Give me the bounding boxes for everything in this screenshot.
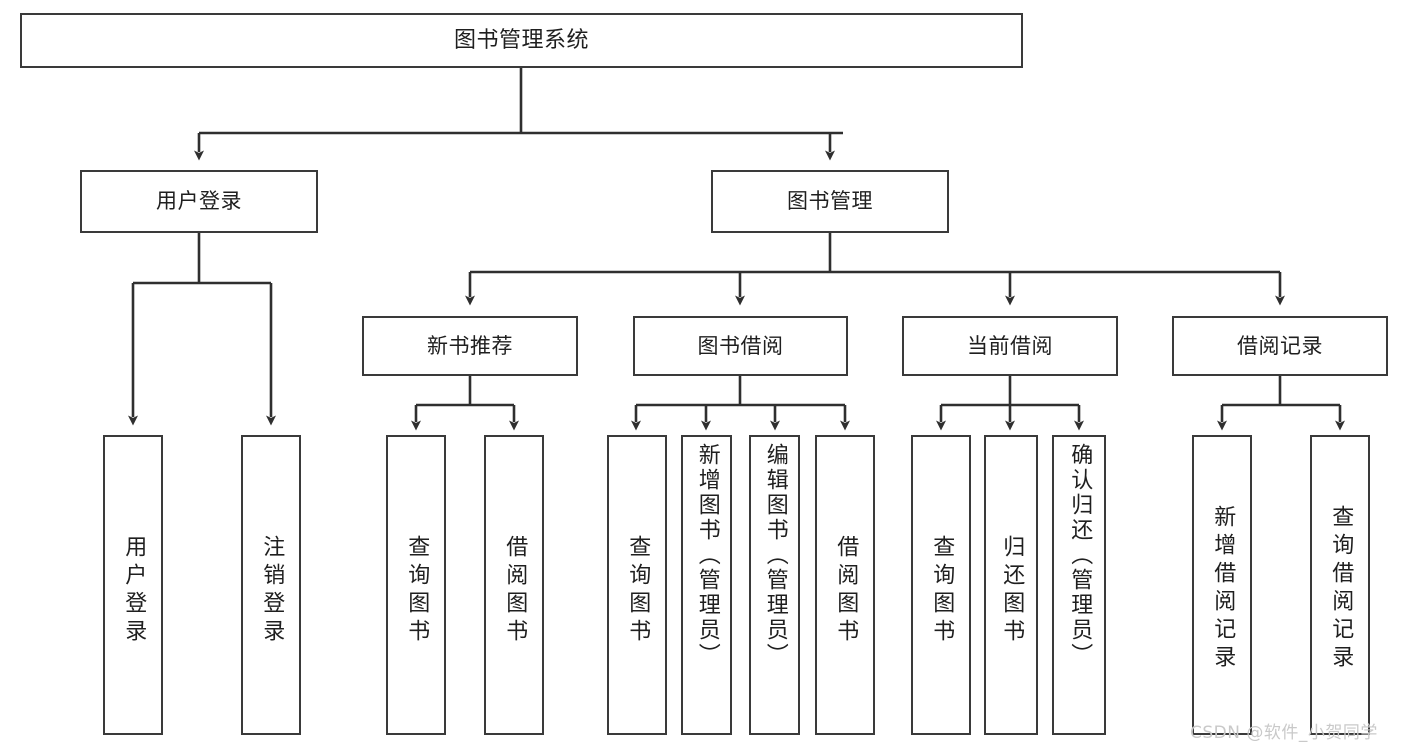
node-leaf-borrow-book-2[interactable]: 借阅图书 (815, 435, 875, 735)
node-book-manage[interactable]: 图书管理 (711, 170, 949, 233)
node-leaf-user-logout[interactable]: 注销登录 (241, 435, 301, 735)
node-user-login-label: 用户登录 (156, 189, 242, 214)
node-leaf-query-book-2[interactable]: 查询图书 (607, 435, 667, 735)
node-leaf-borrow-book-2-label: 借阅图书 (833, 535, 859, 647)
node-leaf-query-book-2-label: 查询图书 (625, 535, 651, 647)
node-root-label: 图书管理系统 (453, 27, 589, 53)
node-leaf-user-login-label: 用户登录 (121, 535, 147, 647)
node-leaf-user-logout-label: 注销登录 (259, 535, 285, 647)
node-leaf-user-login[interactable]: 用户登录 (103, 435, 163, 735)
node-new-book-recommend[interactable]: 新书推荐 (362, 316, 578, 376)
node-leaf-edit-book-label: 编辑图书（管理员） (762, 443, 788, 668)
node-leaf-query-book-1[interactable]: 查询图书 (386, 435, 446, 735)
node-leaf-add-borrow-record[interactable]: 新增借阅记录 (1192, 435, 1252, 735)
node-leaf-edit-book[interactable]: 编辑图书（管理员） (749, 435, 800, 735)
node-leaf-borrow-book-1-label: 借阅图书 (502, 535, 528, 647)
node-borrow-record[interactable]: 借阅记录 (1172, 316, 1388, 376)
node-new-book-recommend-label: 新书推荐 (427, 333, 513, 358)
node-leaf-return-book[interactable]: 归还图书 (984, 435, 1038, 735)
node-leaf-query-borrow-record-label: 查询借阅记录 (1328, 505, 1354, 673)
node-leaf-query-borrow-record[interactable]: 查询借阅记录 (1310, 435, 1370, 735)
node-leaf-confirm-return[interactable]: 确认归还（管理员） (1052, 435, 1106, 735)
node-borrow-record-label: 借阅记录 (1237, 333, 1323, 358)
node-leaf-borrow-book-1[interactable]: 借阅图书 (484, 435, 544, 735)
node-book-borrow[interactable]: 图书借阅 (633, 316, 848, 376)
node-book-borrow-label: 图书借阅 (697, 333, 784, 358)
node-leaf-query-book-3[interactable]: 查询图书 (911, 435, 971, 735)
watermark: CSDN @软件_小贺同学 (1190, 723, 1378, 743)
node-leaf-add-borrow-record-label: 新增借阅记录 (1210, 505, 1236, 673)
node-book-manage-label: 图书管理 (787, 189, 873, 214)
node-leaf-add-book[interactable]: 新增图书（管理员） (681, 435, 732, 735)
node-root[interactable]: 图书管理系统 (20, 13, 1023, 68)
node-leaf-add-book-label: 新增图书（管理员） (694, 443, 720, 668)
node-leaf-confirm-return-label: 确认归还（管理员） (1067, 443, 1093, 668)
node-current-borrow-label: 当前借阅 (967, 333, 1053, 358)
node-current-borrow[interactable]: 当前借阅 (902, 316, 1118, 376)
node-leaf-query-book-1-label: 查询图书 (404, 535, 430, 647)
node-leaf-query-book-3-label: 查询图书 (929, 535, 955, 647)
node-leaf-return-book-label: 归还图书 (999, 535, 1025, 647)
node-user-login[interactable]: 用户登录 (80, 170, 318, 233)
